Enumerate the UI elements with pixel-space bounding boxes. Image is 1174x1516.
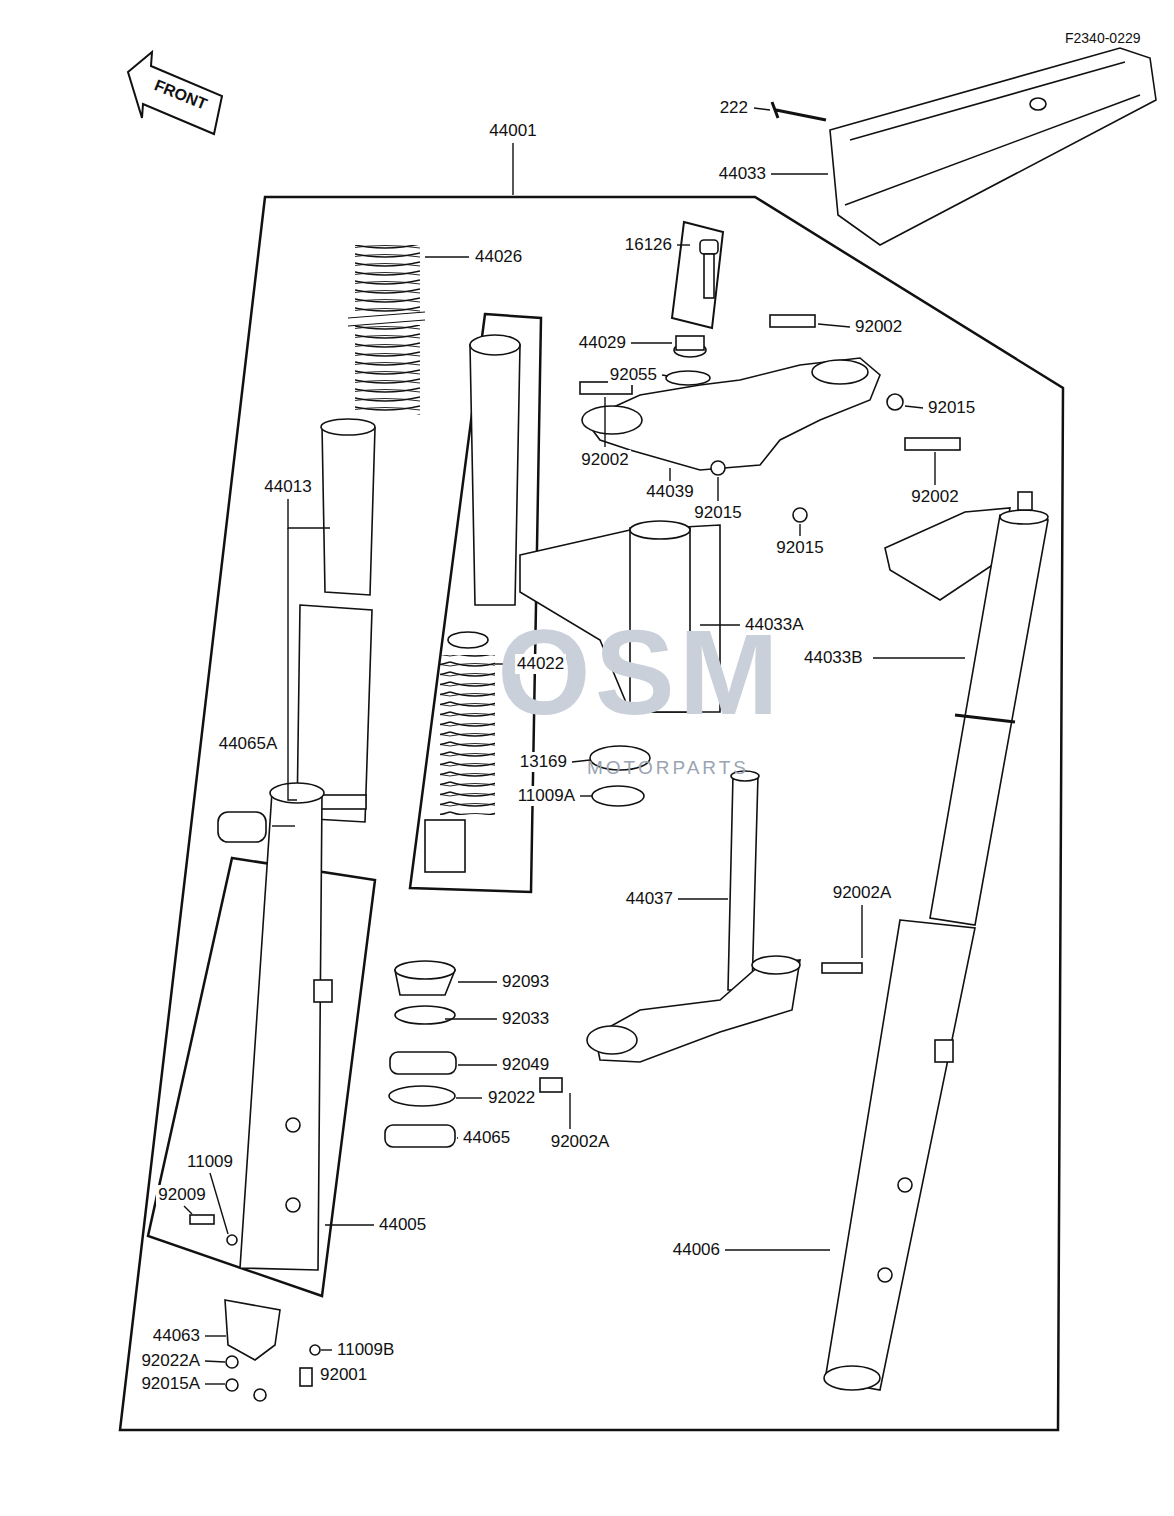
callout-number: 92049: [500, 1055, 551, 1075]
callout-number: 92015: [774, 538, 825, 558]
watermark: MOTORPARTS: [585, 757, 751, 779]
callout-number: 92015: [926, 398, 977, 418]
callout-number: 44005: [377, 1215, 428, 1235]
callout-number: 92015A: [139, 1374, 202, 1394]
callout-number: 44065: [461, 1128, 512, 1148]
callout-number: 92002: [579, 450, 630, 470]
callout-number: 92002A: [831, 883, 894, 903]
callout-number: 11009B: [335, 1340, 396, 1360]
callout-number: 92001: [318, 1365, 369, 1385]
callout-number: 16126: [623, 235, 674, 255]
callout-number: 92002A: [549, 1132, 612, 1152]
callout-number: 222: [718, 98, 750, 118]
callout-number: 44006: [671, 1240, 722, 1260]
callout-number: 13169: [518, 752, 569, 772]
parts: [128, 48, 1156, 1401]
callout-number: 44026: [473, 247, 524, 267]
direction-label: FRONT: [150, 75, 212, 115]
callout-number: 92093: [500, 972, 551, 992]
callout-number: 44033A: [743, 615, 806, 635]
figure-code: F2340-0229: [1063, 30, 1143, 47]
callout-number: 92002: [853, 317, 904, 337]
callout-number: 11009A: [516, 786, 577, 806]
group-frame: [120, 197, 1063, 1430]
leader-lines: [184, 108, 965, 1384]
callout-number: 44039: [644, 482, 695, 502]
callout-number: 44033: [717, 164, 768, 184]
callout-number: 92033: [500, 1009, 551, 1029]
callout-number: 92055: [608, 365, 659, 385]
callout-number: 92015: [692, 503, 743, 523]
callout-number: 44065A: [217, 734, 280, 754]
callout-number: 44013: [262, 477, 313, 497]
callout-number: 44037: [624, 889, 675, 909]
callout-number: 92002: [909, 487, 960, 507]
callout-number: 44022: [515, 654, 566, 674]
callout-number: 44063: [151, 1326, 202, 1346]
callout-number: 92022A: [139, 1351, 202, 1371]
callout-number: 11009: [185, 1152, 235, 1172]
callout-number: 44001: [487, 121, 538, 141]
callout-number: 92022: [486, 1088, 537, 1108]
callout-number: 92009: [156, 1185, 207, 1205]
callout-number: 44029: [577, 333, 628, 353]
callout-number: 44033B: [802, 648, 865, 668]
